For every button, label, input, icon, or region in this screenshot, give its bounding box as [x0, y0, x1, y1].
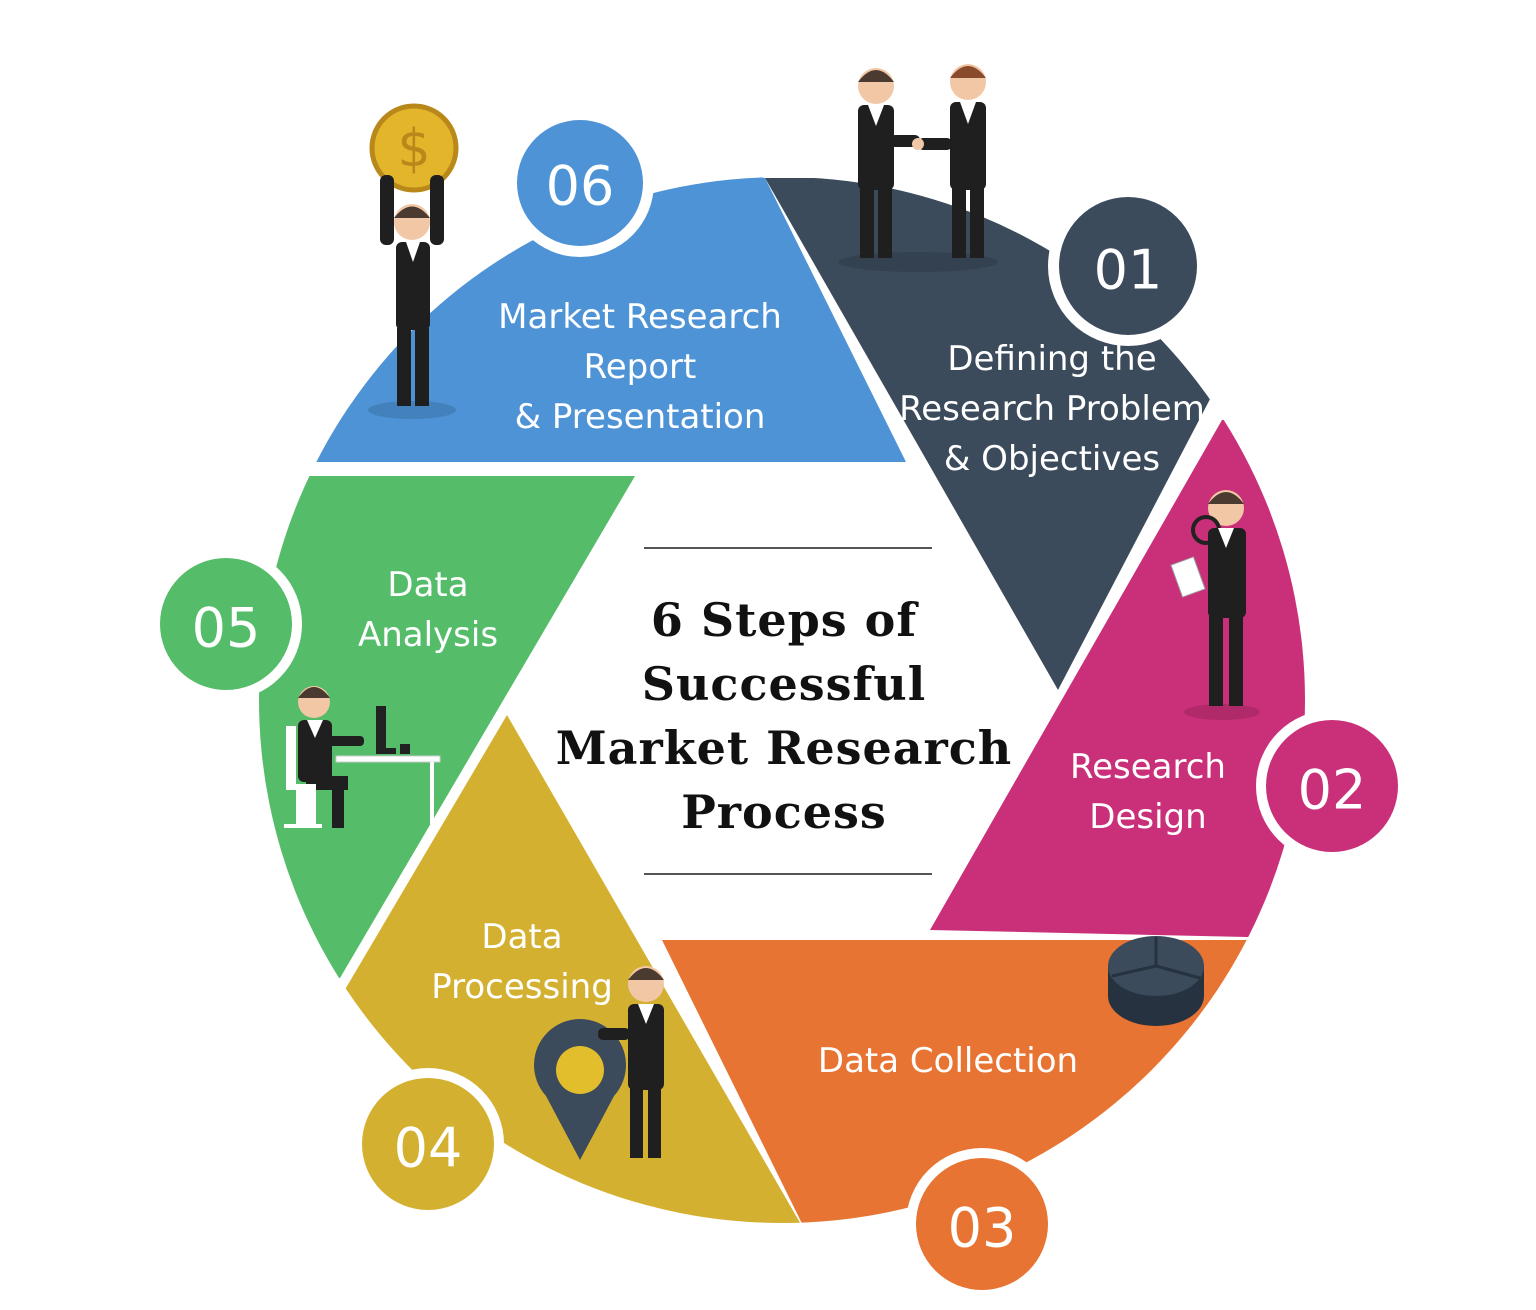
step-01-label-line-2: Research Problem: [899, 389, 1205, 429]
pie-chart-icon: [1108, 936, 1204, 1026]
segment-05-analysis: [259, 476, 635, 980]
svg-text:01: 01: [1094, 239, 1163, 302]
center-title-line-4: Process: [681, 785, 887, 839]
step-05-label-line-2: Analysis: [358, 615, 498, 655]
step-01-badge: 01: [1048, 186, 1208, 346]
step-06-label-line-1: Market Research: [498, 297, 782, 337]
svg-text:04: 04: [394, 1117, 463, 1180]
handshake-icon: [838, 64, 998, 272]
step-04-label-line-2: Processing: [431, 967, 613, 1007]
step-06-label-line-2: Report: [584, 347, 697, 387]
step-01-label-line-3: & Objectives: [944, 439, 1160, 479]
center-title-line-1: 6 Steps of: [651, 593, 920, 647]
center-title-line-2: Successful: [642, 657, 926, 711]
magnifier-icon: [1170, 490, 1260, 720]
coin-icon: $: [368, 103, 459, 419]
svg-text:03: 03: [948, 1197, 1017, 1260]
svg-text:$: $: [397, 119, 430, 179]
svg-text:05: 05: [192, 597, 261, 660]
center-title-line-3: Market Research: [556, 721, 1013, 775]
step-02-label-line-1: Research: [1070, 747, 1226, 787]
step-05-label-line-1: Data: [387, 565, 468, 605]
step-06-badge: 06: [506, 109, 654, 257]
step-06-label-line-3: & Presentation: [515, 397, 766, 437]
step-02-label-line-2: Design: [1089, 797, 1206, 837]
step-04-label-line-1: Data: [481, 917, 562, 957]
step-02-badge: 02: [1256, 710, 1408, 862]
svg-text:02: 02: [1298, 759, 1367, 822]
step-03-badge: 03: [906, 1148, 1058, 1300]
step-04-badge: 04: [352, 1068, 504, 1220]
svg-text:06: 06: [546, 155, 615, 218]
location-pin-icon: [534, 966, 664, 1160]
step-05-badge: 05: [150, 548, 302, 700]
desk-computer-icon: [284, 686, 441, 828]
step-03-label-line-1: Data Collection: [818, 1041, 1078, 1081]
